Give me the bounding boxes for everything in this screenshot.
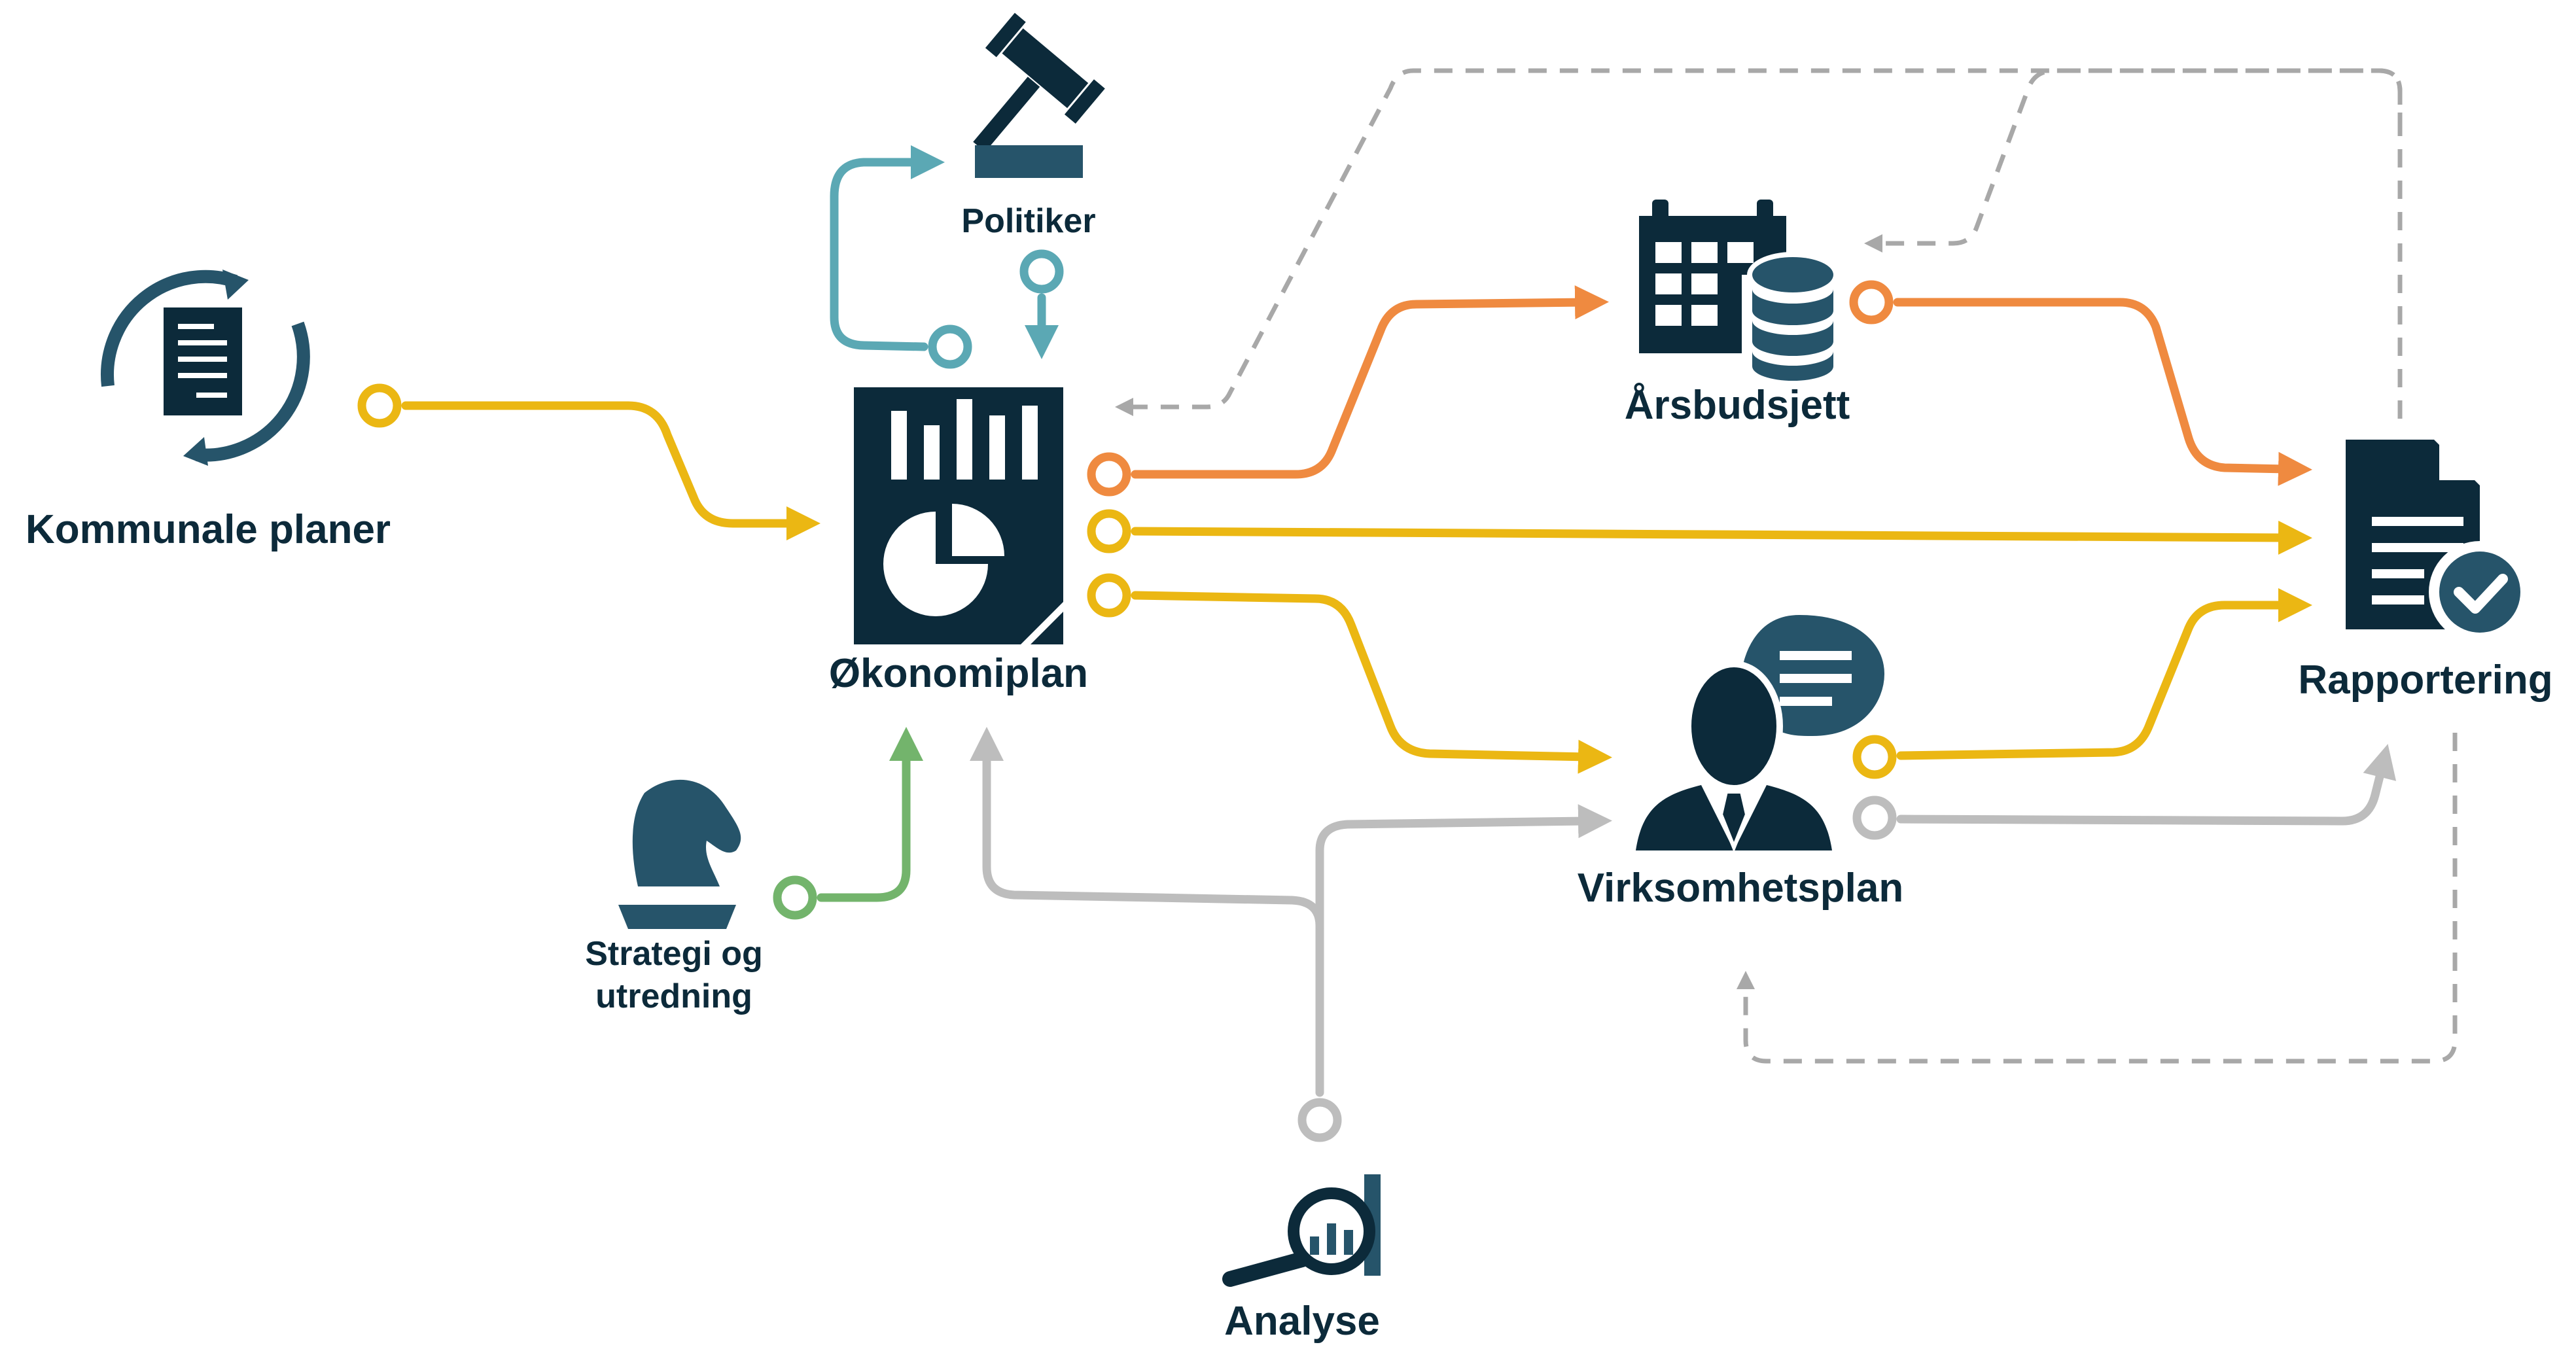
node-okonomiplan: Økonomiplan [829, 387, 1088, 696]
connector-dot-teal-politiker [1019, 249, 1064, 294]
connector-dot-virksomhetsplan-gray [1852, 796, 1897, 840]
person-speech-icon [1636, 608, 1892, 853]
connector-dot-teal-okonomiplan [928, 324, 972, 369]
gavel-icon [973, 12, 1105, 152]
connector-dot-arsbudsjett [1849, 280, 1894, 324]
arrow-okonomiplan-to-rapportering [1131, 520, 2312, 555]
arrow-kommunale-to-okonomiplan [401, 401, 820, 540]
label-rapportering: Rapportering [2298, 657, 2552, 703]
connectors [357, 145, 2397, 1142]
label-strategi-line1: Strategi og [585, 935, 763, 973]
connector-dot-analyse [1297, 1098, 1342, 1142]
chess-knight-icon [618, 779, 741, 929]
connector-dot-strategi [773, 875, 817, 920]
label-strategi-line2: utredning [595, 977, 752, 1015]
node-rapportering: Rapportering [2298, 440, 2553, 703]
arrow-virksomhetsplan-to-rapportering-gray [1896, 744, 2397, 826]
label-virksomhetsplan: Virksomhetsplan [1578, 866, 1903, 911]
magnifier-chart-icon [1222, 1174, 1381, 1287]
arrow-okonomiplan-to-politiker [830, 145, 945, 351]
arrow-analyse-to-virksomhetsplan [1315, 804, 1612, 930]
label-politiker: Politiker [961, 202, 1095, 240]
label-analyse: Analyse [1224, 1299, 1380, 1344]
connector-dot-virksomhetsplan-yellow [1852, 735, 1897, 779]
node-strategi: Strategi og utredning [585, 779, 763, 1015]
arrow-arsbudsjett-to-rapportering [1893, 298, 2312, 486]
arrow-virksomhetsplan-to-rapportering [1896, 588, 2312, 760]
label-arsbudsjett: Årsbudsjett [1625, 383, 1850, 428]
node-politiker: Politiker [961, 12, 1105, 240]
arrow-analyse-to-okonomiplan [970, 727, 1324, 930]
feedback-arrow-rapportering-to-arsbudsjett [1864, 68, 2403, 253]
arrow-strategi-to-okonomiplan [817, 727, 923, 902]
label-okonomiplan: Økonomiplan [829, 651, 1088, 696]
node-virksomhetsplan: Virksomhetsplan [1578, 608, 1903, 911]
calendar-database-icon [1639, 200, 1844, 381]
arrow-okonomiplan-to-arsbudsjett [1131, 285, 1609, 479]
connector-dot-kommunale [357, 383, 402, 428]
label-kommunale-planer: Kommunale planer [26, 507, 391, 552]
connector-dot-okonomiplan-yellow-1 [1087, 509, 1131, 553]
feedback-arrow-rapportering-to-virksomhetsplan [1737, 733, 2458, 1064]
node-arsbudsjett: Årsbudsjett [1625, 200, 1850, 428]
connector-dot-okonomiplan-orange [1087, 452, 1131, 497]
gavel-base-icon [975, 145, 1083, 178]
connector-dot-okonomiplan-yellow-2 [1087, 573, 1131, 618]
cycle-document-icon [101, 270, 310, 466]
arrow-okonomiplan-to-virksomhetsplan [1131, 591, 1612, 774]
feedback-loops [1115, 68, 2458, 1064]
chart-document-icon [854, 387, 1063, 644]
node-kommunale-planer: Kommunale planer [26, 270, 391, 552]
document-check-icon [2346, 440, 2531, 643]
node-analyse: Analyse [1222, 1174, 1381, 1344]
